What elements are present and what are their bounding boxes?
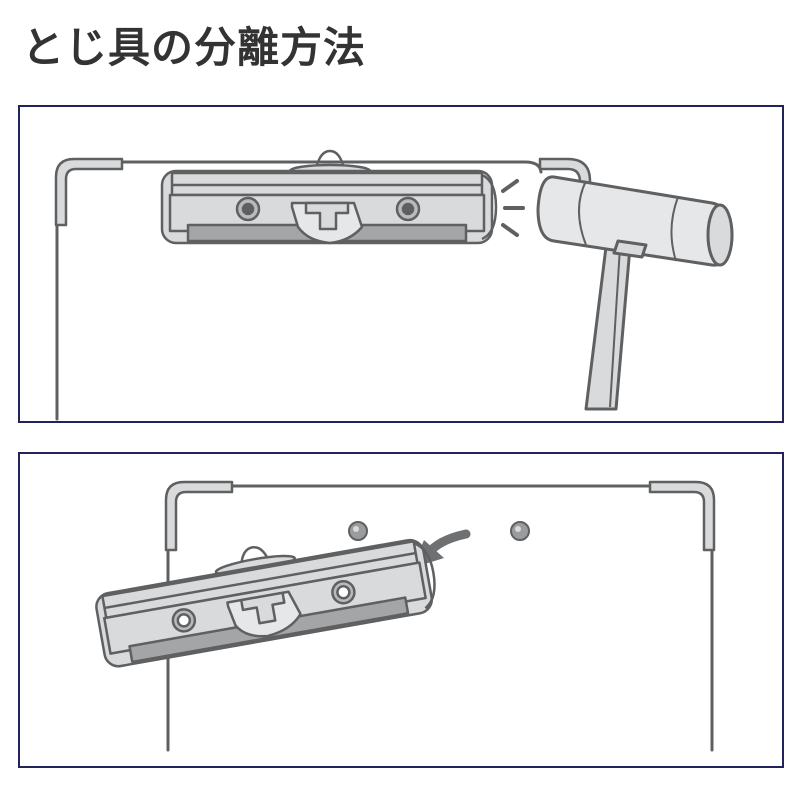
step-2-panel <box>18 452 784 768</box>
rivet-hole-icon <box>510 521 530 541</box>
clip-binder-icon <box>160 149 498 245</box>
rivet-icon <box>395 196 421 222</box>
impact-lines-icon <box>501 179 525 237</box>
rivet-icon <box>235 196 261 222</box>
rivet-hole-icon <box>348 521 368 541</box>
rivet-icon <box>171 608 197 633</box>
step-1-panel <box>18 105 784 423</box>
step-1-illustration <box>54 149 734 421</box>
hammer-icon <box>536 175 734 411</box>
rivet-icon <box>331 579 356 605</box>
page-title: とじ具の分離方法 <box>22 23 367 72</box>
step-2-illustration <box>95 480 716 752</box>
clip-binder-icon <box>95 538 436 668</box>
board-corner-icon <box>164 480 716 552</box>
